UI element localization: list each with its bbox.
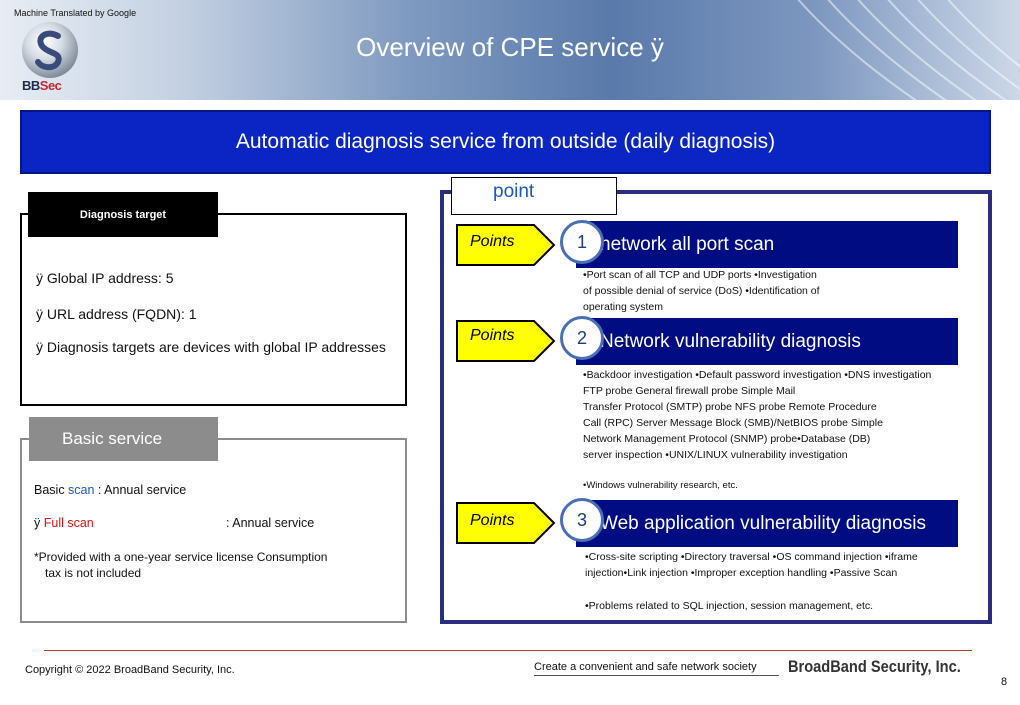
license-note-line1: *Provided with a one-year service licens… [34, 550, 328, 564]
point-2-title: Network vulnerability diagnosis [600, 330, 861, 352]
point-1-title-bar: network all port scan [576, 221, 958, 268]
point-2-number-badge: 2 [560, 316, 604, 360]
target-line-devices: ÿ Diagnosis targets are devices with glo… [36, 339, 386, 355]
machine-translation-label: Machine Translated by Google [14, 8, 137, 18]
points-tag: point [451, 177, 617, 215]
basic-scan-term: scan [68, 483, 95, 497]
logo-emblem [22, 22, 78, 78]
basic-service-panel [20, 438, 407, 623]
point-1-label: Points [470, 233, 515, 250]
point-2-arrow-icon [456, 320, 556, 362]
slide-title: Overview of CPE service ÿ [356, 32, 664, 62]
footer-divider [44, 650, 972, 651]
point-1-description: •Port scan of all TCP and UDP ports •Inv… [583, 269, 820, 313]
point-3-number-badge: 3 [560, 498, 604, 542]
point-2-description: •Backdoor investigation •Default passwor… [583, 369, 932, 461]
full-scan-line: ÿ Full scan [34, 516, 94, 530]
target-line-url: ÿ URL address (FQDN): 1 [36, 306, 197, 322]
point-1-title: network all port scan [600, 233, 775, 255]
service-banner: Automatic diagnosis service from outside… [20, 110, 991, 174]
copyright-text: Copyright © 2022 BroadBand Security, Inc… [25, 664, 235, 676]
full-scan-term: Full scan [43, 516, 94, 530]
point-1-arrow-icon [456, 224, 556, 266]
basic-service-tag: Basic service [29, 417, 218, 461]
point-2-label: Points [470, 327, 515, 344]
header-wave-decoration [797, 0, 1020, 100]
point-2-title-bar: Network vulnerability diagnosis [576, 318, 958, 365]
company-tagline: Create a convenient and safe network soc… [534, 661, 779, 676]
target-line-global-ip: ÿ Global IP address: 5 [36, 270, 174, 286]
diagnosis-target-panel [20, 213, 407, 406]
point-1-number-badge: 1 [560, 220, 604, 264]
basic-scan-line: Basic scan : Annual service [34, 483, 187, 497]
point-3-label: Points [470, 512, 515, 529]
point-3-description: •Cross-site scripting •Directory travers… [585, 551, 918, 579]
point-2-description-extra: •Windows vulnerability research, etc. [583, 480, 738, 491]
point-3-title-bar: Web application vulnerability diagnosis [576, 500, 958, 547]
point-3-description-extra: •Problems related to SQL injection, sess… [585, 600, 874, 612]
logo-text: BBSec [22, 78, 62, 93]
point-3-title: Web application vulnerability diagnosis [600, 512, 927, 534]
full-scan-term-value: : Annual service [226, 516, 315, 530]
bbsec-logo: BBSec [20, 22, 80, 94]
slide-header: Machine Translated by Google BBSec Overv… [0, 0, 1020, 100]
company-logo-text: BroadBand Security, Inc. [788, 657, 961, 676]
license-note-line2: tax is not included [45, 566, 142, 580]
logo-s-icon [35, 30, 62, 71]
diagnosis-target-tag: Diagnosis target [28, 192, 218, 237]
point-3-arrow-icon [456, 502, 556, 544]
banner-text: Automatic diagnosis service from outside… [235, 130, 776, 153]
page-number: 8 [1001, 676, 1008, 688]
